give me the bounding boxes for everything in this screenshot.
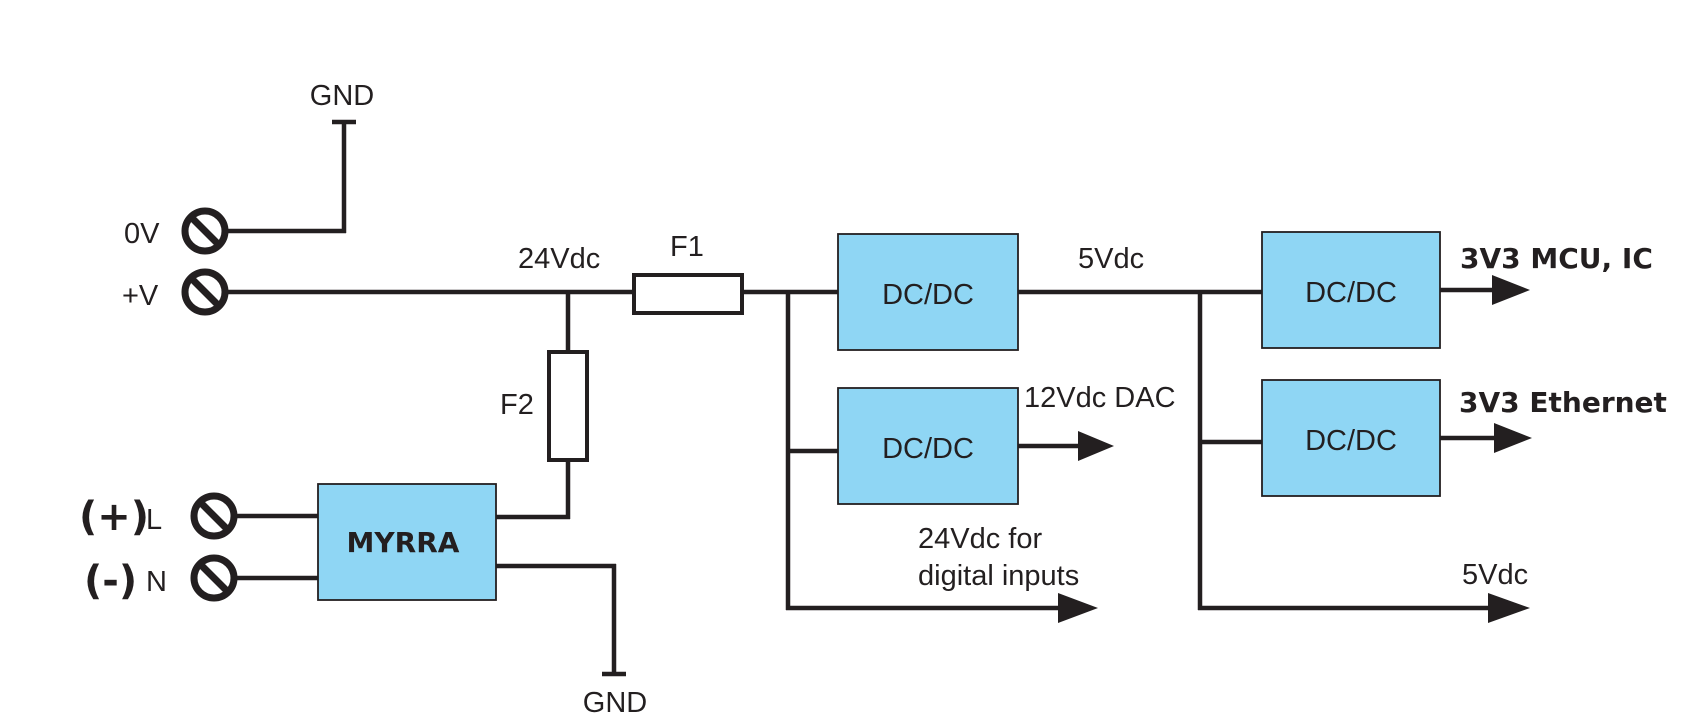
myrra-block <box>317 483 497 601</box>
arrow-right-icon <box>1078 431 1114 461</box>
gnd-top-label: GND <box>310 80 374 112</box>
ground-symbol-icon <box>332 119 356 233</box>
plus-polarity-label: (+) <box>79 494 149 540</box>
myrra-label: MYRRA <box>347 526 460 559</box>
v5-out-label: 5Vdc <box>1462 559 1528 591</box>
plus-v-label: +V <box>122 280 159 312</box>
n-label: N <box>146 566 167 598</box>
dcdc-eth-block <box>1261 379 1441 497</box>
ethernet-output-label: 3V3 Ethernet <box>1459 386 1667 419</box>
v24-label: 24Vdc <box>518 243 600 275</box>
mcu-output-label: 3V3 MCU, IC <box>1460 242 1653 275</box>
zero-v-label: 0V <box>124 218 160 250</box>
dcdc-eth-label: DC/DC <box>1305 425 1397 457</box>
arrow-right-icon <box>1488 593 1530 623</box>
digital-inputs-label-line1: 24Vdc for <box>918 523 1042 555</box>
arrow-right-icon <box>1492 275 1530 305</box>
dcdc-12v-label: DC/DC <box>882 433 974 465</box>
dcdc-12v-block <box>837 387 1019 505</box>
terminal-screw-icon <box>181 207 229 255</box>
fuse-f1-icon <box>632 273 744 315</box>
terminal-screw-icon <box>190 492 238 540</box>
arrow-right-icon <box>1494 423 1532 453</box>
terminal-screw-icon <box>181 268 229 316</box>
v5-mid-label: 5Vdc <box>1078 243 1144 275</box>
dcdc-main-label: DC/DC <box>882 279 974 311</box>
v12-dac-label: 12Vdc DAC <box>1024 382 1176 414</box>
f2-label: F2 <box>500 389 534 421</box>
dcdc-main-block <box>837 233 1019 351</box>
minus-polarity-label: (-) <box>84 558 137 604</box>
f1-label: F1 <box>670 231 704 263</box>
dcdc-mcu-label: DC/DC <box>1305 277 1397 309</box>
fuse-f2-icon <box>547 350 589 462</box>
dcdc-mcu-block <box>1261 231 1441 349</box>
terminal-screw-icon <box>190 554 238 602</box>
digital-inputs-label-line2: digital inputs <box>918 560 1079 592</box>
arrow-right-icon <box>1058 593 1098 623</box>
gnd-bottom-label: GND <box>583 687 647 718</box>
l-label: L <box>146 504 162 536</box>
